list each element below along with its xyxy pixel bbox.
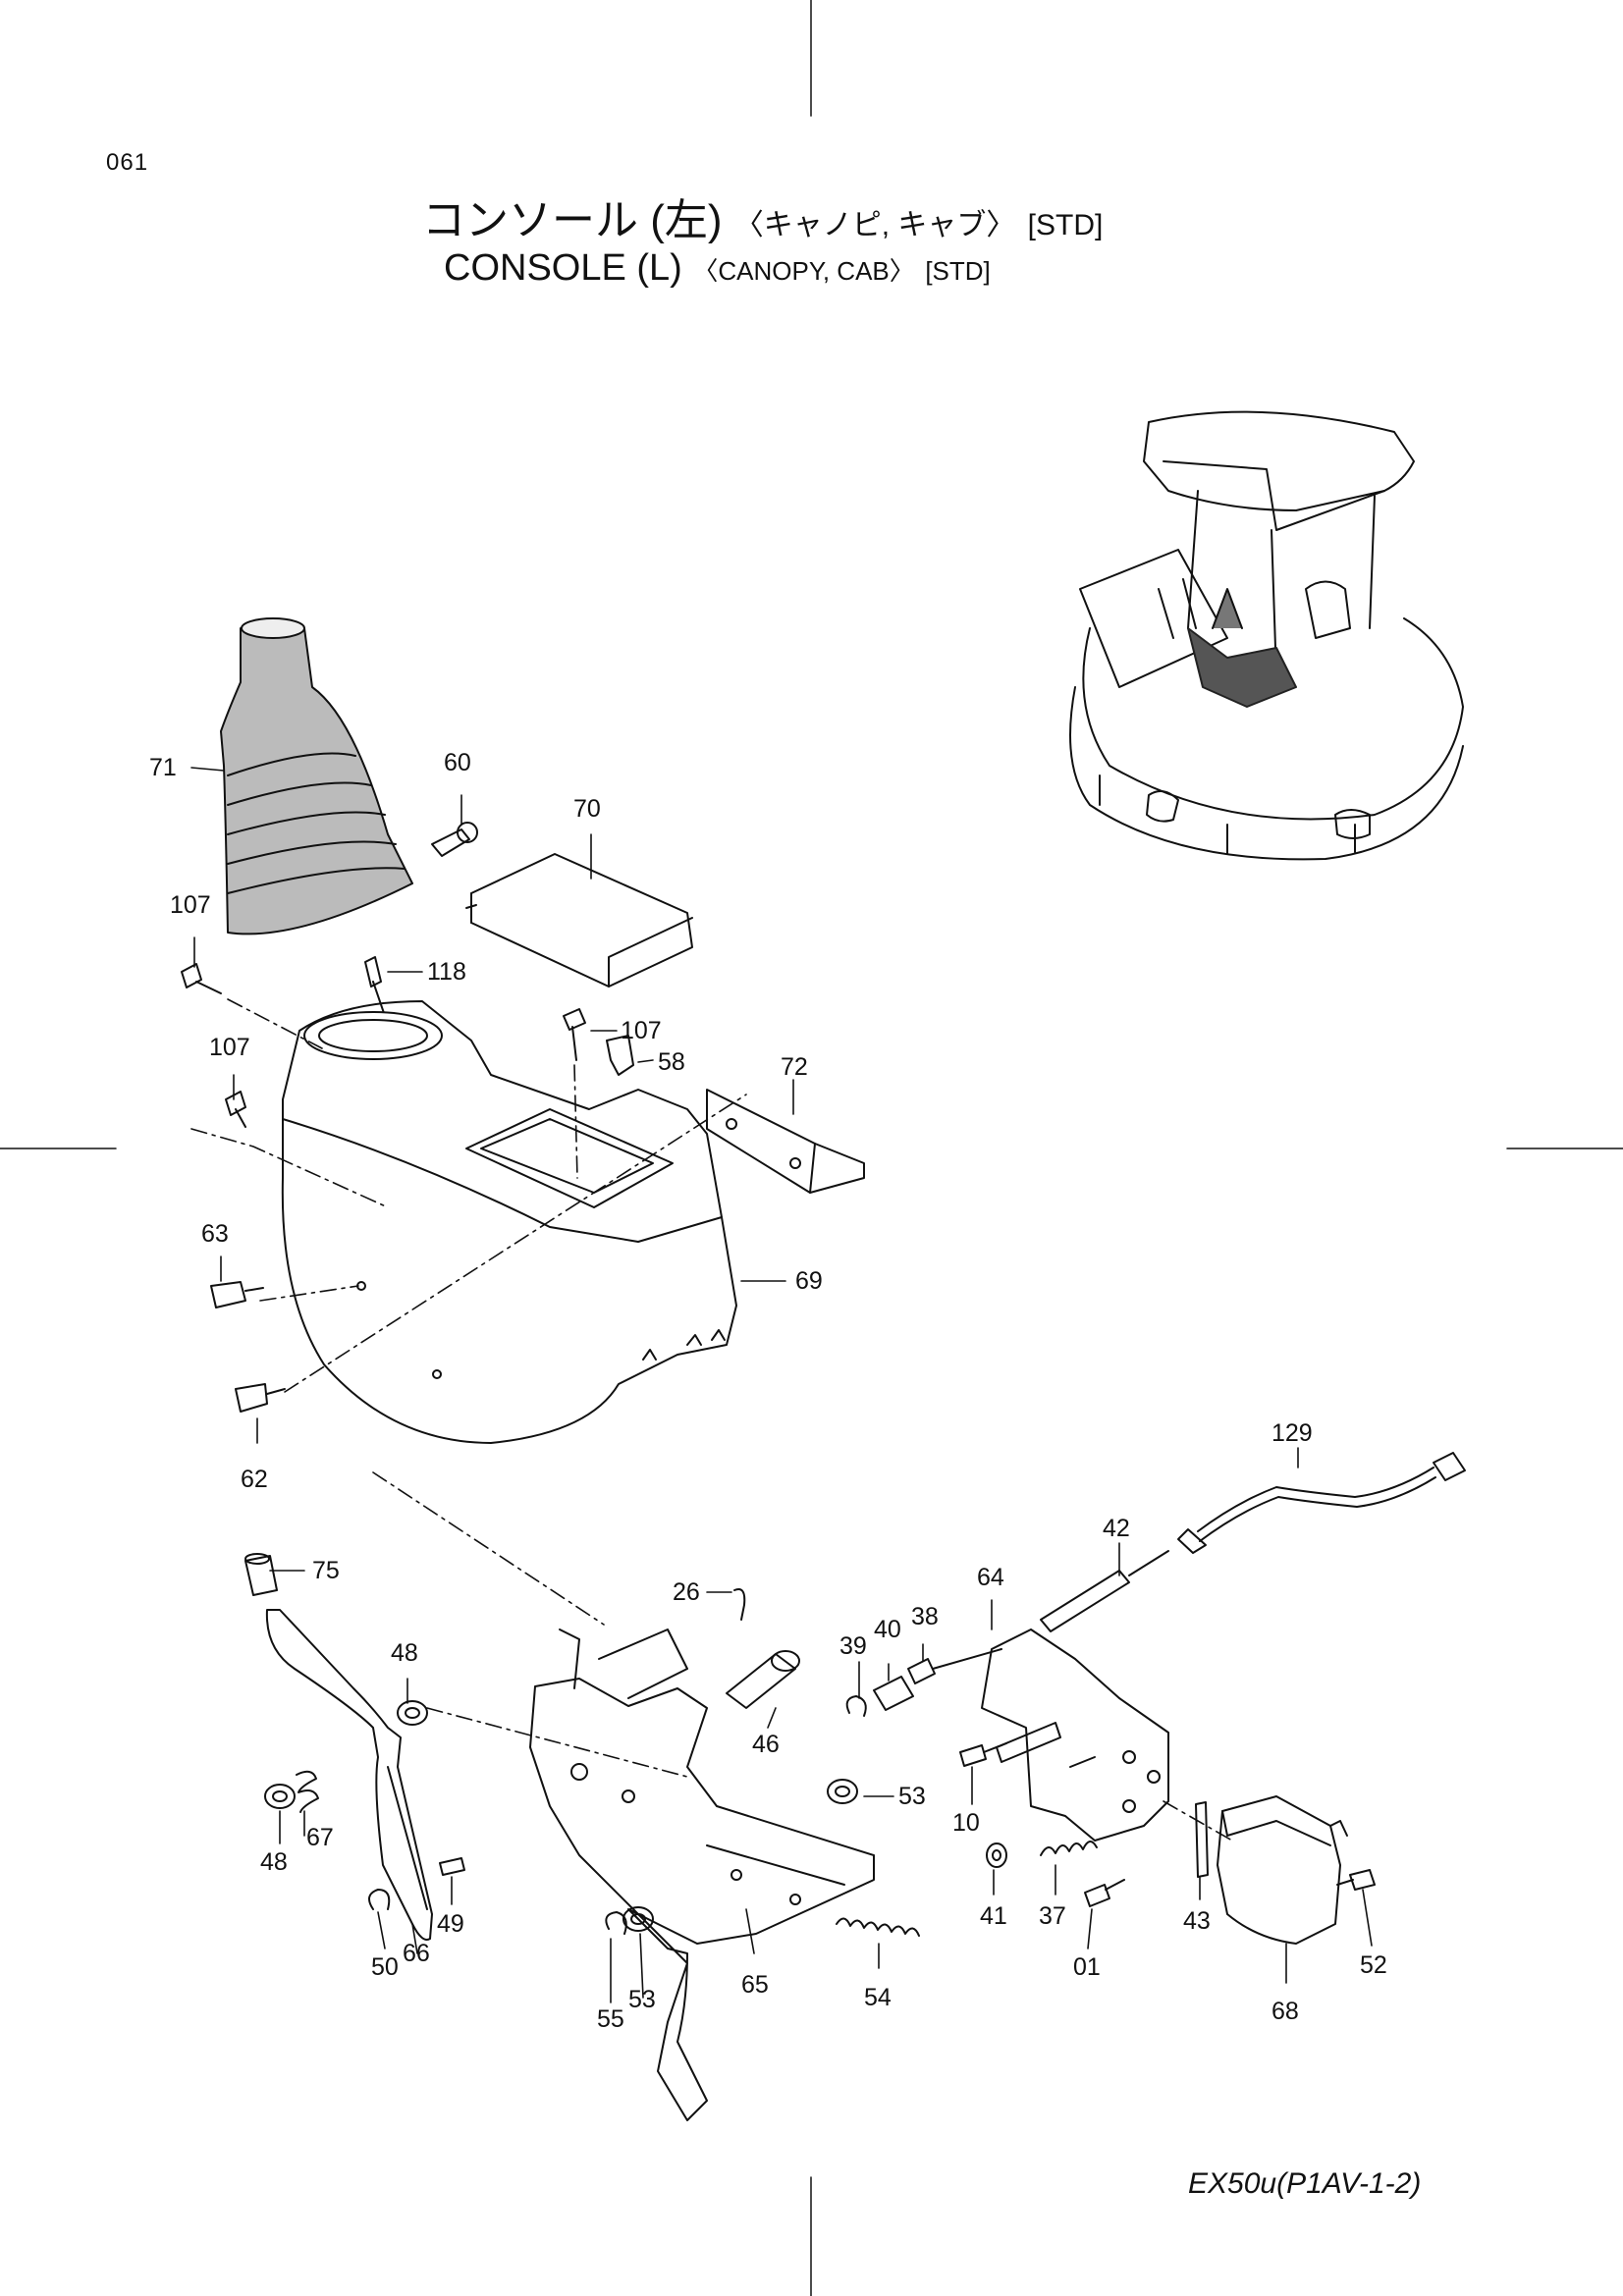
- title-en-main: CONSOLE (L): [444, 247, 682, 289]
- excavator-overview-inset: [1069, 410, 1464, 861]
- callout-49: 49: [437, 1910, 464, 1938]
- callout-39: 39: [839, 1632, 867, 1660]
- callout-48: 48: [260, 1848, 288, 1876]
- callout-01: 01: [1073, 1953, 1101, 1981]
- part-69-console-body: [281, 1000, 737, 1444]
- callout-107: 107: [170, 891, 211, 919]
- callout-68: 68: [1271, 1998, 1299, 2025]
- callout-53: 53: [898, 1783, 926, 1810]
- part-71-rubber-boot: [220, 617, 413, 935]
- part-118-bolt: [364, 956, 386, 1017]
- assembly-lines: [190, 998, 1233, 1842]
- callout-50: 50: [371, 1953, 399, 1981]
- callout-46: 46: [752, 1731, 780, 1758]
- title-japanese: コンソール (左) 〈キャノピ, キャブ〉 [STD]: [422, 185, 1103, 247]
- part-75-knob: [244, 1553, 278, 1596]
- callout-66: 66: [403, 1940, 430, 1967]
- callout-54: 54: [864, 1984, 892, 2011]
- part-50-clip: [368, 1889, 391, 1910]
- part-37-spring: [1040, 1841, 1098, 1856]
- part-41-washer: [986, 1842, 1007, 1868]
- part-68-cover: [1217, 1795, 1348, 1945]
- part-01-bolt: [1084, 1879, 1125, 1907]
- callout-48: 48: [391, 1639, 418, 1667]
- callout-43: 43: [1183, 1907, 1211, 1935]
- callout-70: 70: [573, 795, 601, 823]
- part-49-pin: [439, 1857, 465, 1876]
- callout-38: 38: [911, 1603, 939, 1630]
- callout-65: 65: [741, 1971, 769, 1999]
- part-40-bushing: [873, 1676, 914, 1711]
- part-38-bushing: [907, 1658, 936, 1684]
- callout-60: 60: [444, 749, 471, 776]
- title-en-spec: [STD]: [925, 256, 991, 286]
- part-60-screw: [431, 822, 478, 857]
- part-63-rivet: [210, 1281, 264, 1308]
- part-107-bolt: [181, 963, 586, 1128]
- callout-69: 69: [795, 1267, 823, 1295]
- callout-10: 10: [952, 1809, 980, 1837]
- part-66-lever: [265, 1609, 433, 1941]
- callout-52: 52: [1360, 1951, 1387, 1979]
- callout-leaders: [190, 767, 1373, 2003]
- callout-71: 71: [149, 754, 177, 781]
- part-callout-labels: 71 60 70 107 118 107 58 107 72 63 69 62 …: [149, 749, 1387, 2033]
- callout-72: 72: [781, 1053, 808, 1081]
- callout-67: 67: [306, 1824, 334, 1851]
- callout-41: 41: [980, 1902, 1007, 1930]
- callout-42: 42: [1103, 1515, 1130, 1542]
- title-jp-variant: 〈キャノピ, キャブ〉: [733, 209, 1016, 241]
- part-39-clip: [845, 1695, 867, 1717]
- callout-62: 62: [241, 1466, 268, 1493]
- callout-53: 53: [628, 1986, 656, 2013]
- part-70-cover: [465, 853, 693, 988]
- callout-55: 55: [597, 2005, 624, 2033]
- part-53-bushing: [622, 1779, 858, 1932]
- part-10-bolt: [959, 1742, 1007, 1767]
- part-43-pin: [1195, 1801, 1209, 1878]
- part-58-clip: [606, 1035, 634, 1076]
- part-129-harness: [1177, 1452, 1466, 1554]
- title-jp-spec: [STD]: [1027, 209, 1104, 241]
- title-jp-main: コンソール (左): [422, 196, 723, 244]
- callout-64: 64: [977, 1564, 1004, 1591]
- page-number: 061: [106, 149, 149, 176]
- part-65-bracket: [529, 1629, 875, 2121]
- callout-63: 63: [201, 1220, 229, 1248]
- part-67-spring: [296, 1770, 319, 1813]
- model-code: EX50u(P1AV-1-2): [1188, 2167, 1422, 2200]
- part-52-bolt: [1336, 1869, 1376, 1891]
- callout-40: 40: [874, 1616, 901, 1643]
- part-46-pin: [726, 1650, 800, 1709]
- part-26-cotter-pin: [733, 1588, 746, 1621]
- callout-26: 26: [673, 1578, 700, 1606]
- callout-107: 107: [621, 1017, 662, 1044]
- callout-118: 118: [427, 958, 466, 986]
- part-62-rivet: [235, 1383, 286, 1413]
- title-en-variant: 〈CANOPY, CAB〉: [692, 256, 915, 286]
- part-72-bracket: [706, 1089, 865, 1194]
- callout-107: 107: [209, 1034, 250, 1061]
- part-54-spring: [836, 1917, 920, 1937]
- callout-58: 58: [658, 1048, 685, 1076]
- part-48-bushing: [264, 1700, 428, 1809]
- title-english: CONSOLE (L) 〈CANOPY, CAB〉 [STD]: [444, 247, 991, 290]
- callout-37: 37: [1039, 1902, 1066, 1930]
- part-42-cable: [932, 1550, 1169, 1670]
- callout-75: 75: [312, 1557, 340, 1584]
- part-55-clip: [605, 1911, 627, 1935]
- callout-129: 129: [1271, 1419, 1313, 1447]
- part-64-plate: [981, 1629, 1169, 1842]
